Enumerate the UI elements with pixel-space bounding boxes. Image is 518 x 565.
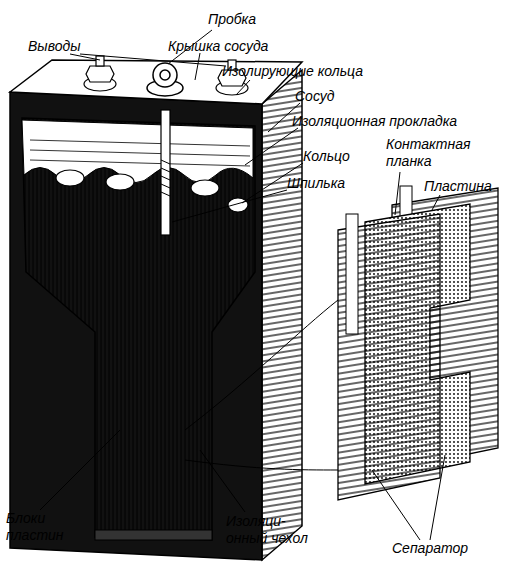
plate xyxy=(338,214,440,500)
part-label: Пробка xyxy=(208,11,278,28)
part-label: Изоляци- онный чехол xyxy=(226,513,318,547)
part-label: Изоляционная прокладка xyxy=(292,113,492,130)
part-label: Пластина xyxy=(424,178,504,195)
part-label: Контактная планка xyxy=(386,136,478,170)
part-label: Крышка сосуда xyxy=(168,38,298,55)
part-label: Сепаратор xyxy=(392,540,492,557)
part-label: Кольцо xyxy=(303,148,373,165)
vessel-side xyxy=(262,70,302,560)
insulating-pad xyxy=(95,530,212,540)
vessel-front xyxy=(10,92,262,560)
leader-lines xyxy=(40,30,445,540)
part-label: Сосуд xyxy=(295,88,355,105)
cutaway xyxy=(22,118,255,540)
contact-strip xyxy=(346,214,358,334)
part-label: Выводы xyxy=(28,38,108,55)
plate-lines xyxy=(30,140,250,166)
part-label: Блоки пластин xyxy=(6,510,68,544)
part-label: Изолирующие кольца xyxy=(222,63,392,80)
detail-curve xyxy=(185,300,338,470)
part-label: Шпилька xyxy=(287,175,367,192)
stud xyxy=(161,110,170,235)
plug xyxy=(147,63,183,96)
rings xyxy=(56,170,248,212)
plate-tops xyxy=(22,120,253,183)
